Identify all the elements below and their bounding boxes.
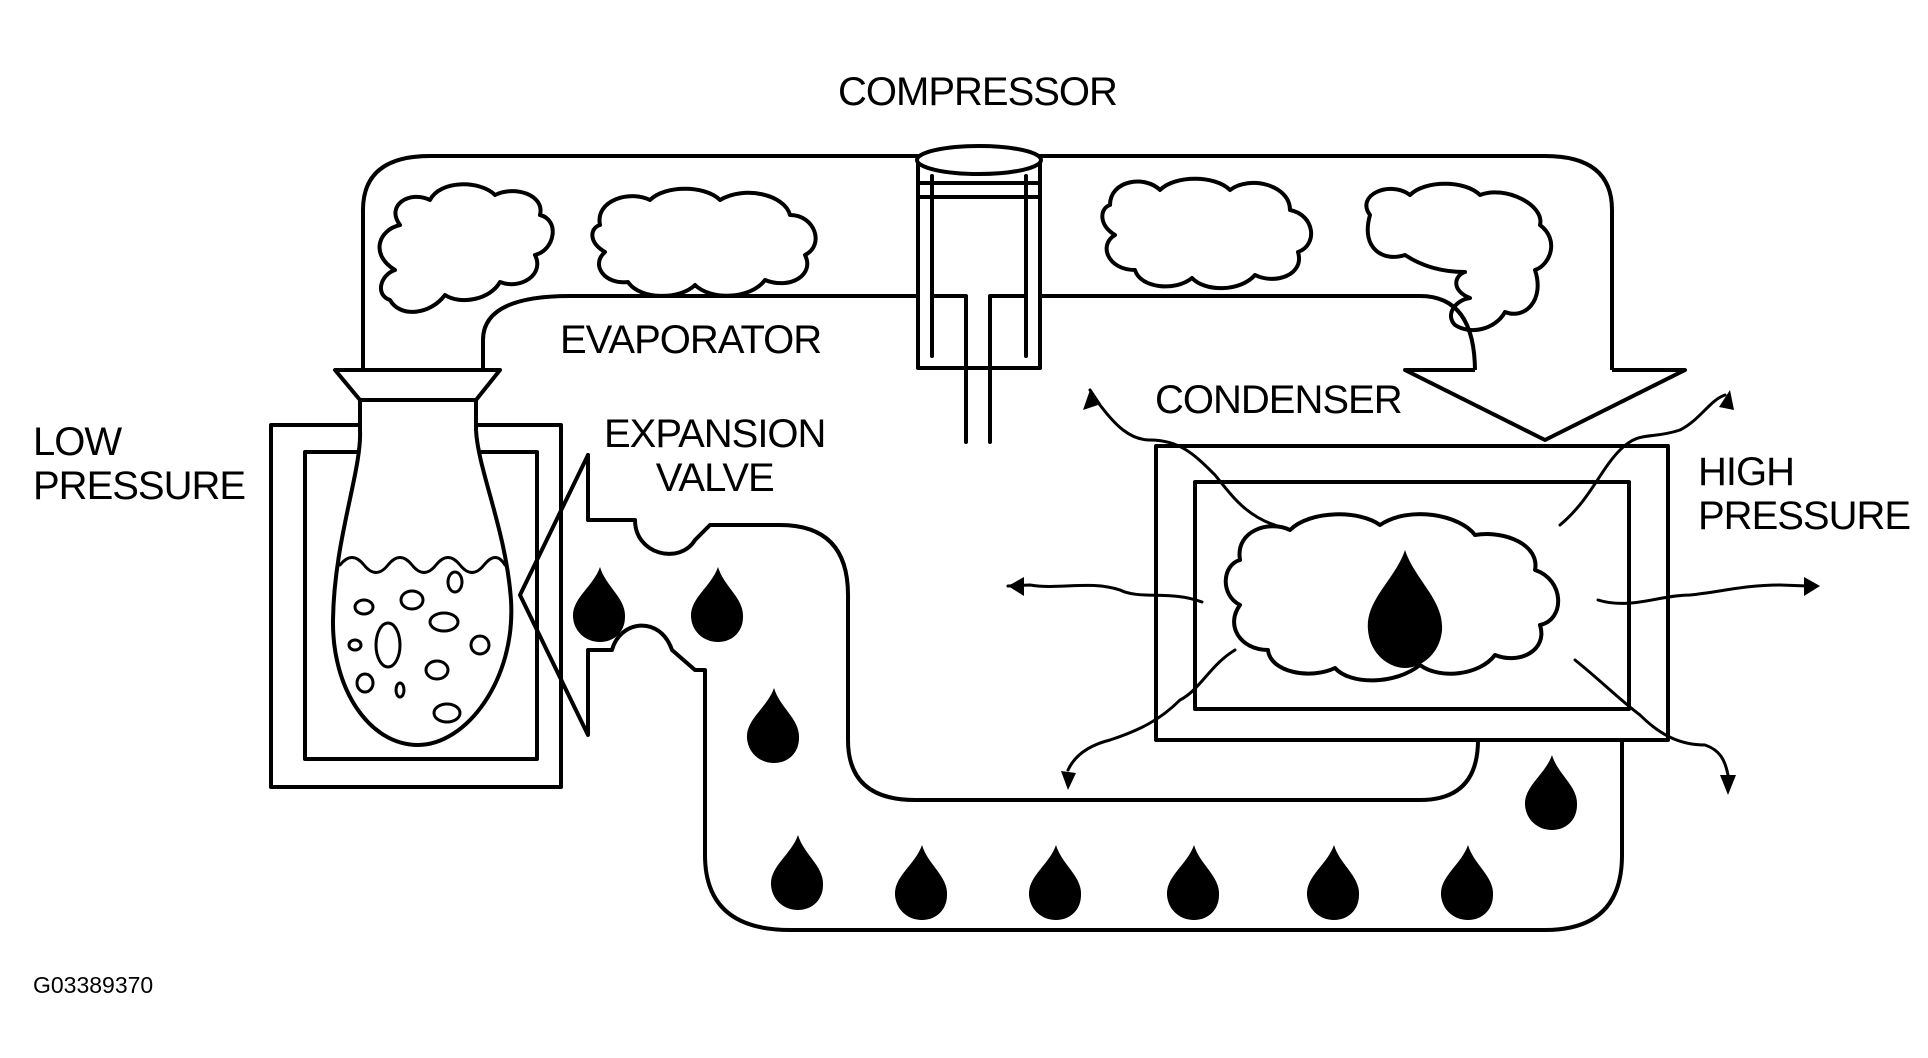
low-pressure-label-line1: LOW	[33, 420, 122, 464]
evaporator-label: EVAPORATOR	[560, 318, 822, 362]
condenser-label: CONDENSER	[1155, 378, 1403, 422]
expansion-valve-label: EXPANSION VALVE	[604, 412, 826, 500]
condenser	[1006, 388, 1820, 795]
compressor	[915, 144, 1043, 444]
evaporator	[269, 368, 563, 789]
low-pressure-label-line2: PRESSURE	[33, 464, 246, 508]
expansion-valve-label-line1: EXPANSION	[604, 412, 826, 456]
high-pressure-label: HIGH PRESSURE	[1698, 450, 1911, 538]
liquid-droplets	[572, 567, 1578, 920]
high-pressure-label-line2: PRESSURE	[1698, 494, 1911, 538]
vapor-clouds	[377, 176, 1554, 333]
figure-id: G03389370	[33, 972, 154, 998]
expansion-valve-label-line2: VALVE	[655, 456, 775, 500]
low-pressure-label: LOW PRESSURE	[33, 420, 246, 508]
condenser-inlet-arrow	[1403, 368, 1687, 442]
compressor-label: COMPRESSOR	[838, 70, 1118, 114]
liquid-line-outer	[586, 453, 1480, 802]
expansion-valve-arrow	[518, 453, 1624, 932]
high-pressure-label-line1: HIGH	[1698, 450, 1795, 494]
